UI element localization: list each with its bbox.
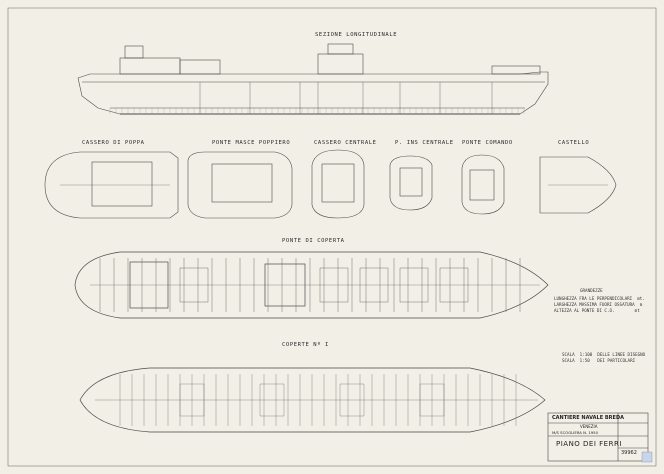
tank-cell	[179, 383, 205, 417]
label-upper-deck: PONTE DI COPERTA	[282, 238, 345, 244]
title-city: VENEZIA	[580, 424, 598, 429]
label-nav-bridge: PONTE COMANDO	[462, 140, 513, 146]
label-poop: CASSERO DI POPPA	[82, 140, 145, 146]
tank-cell	[339, 383, 365, 417]
scale-line-1: SCALA 1:50 DEI PARTICOLARI	[562, 358, 636, 363]
mid-deck-plan	[389, 155, 433, 211]
corner-stamp	[641, 451, 653, 463]
notes-header: GRANDEZZE	[580, 288, 603, 293]
scale-line-0: SCALA 1:100 DELLE LINEE DISEGNO	[562, 352, 646, 357]
sheet-border	[7, 7, 657, 467]
upper-deck-hatches	[99, 258, 521, 312]
nav-bridge-plan	[461, 154, 505, 215]
notes-line-2: ALTEZZA AL PONTE DI C.O. mt	[554, 308, 640, 313]
tank-top-plan	[79, 367, 546, 433]
longitudinal-section	[77, 43, 549, 115]
drawing-number: 39962	[621, 450, 637, 456]
mid-castle-plan	[311, 149, 365, 219]
upper-deck-plan	[74, 251, 549, 319]
label-lower-bridge: PONTE MASCE POPPIERO	[212, 140, 291, 146]
bulkhead-lines	[199, 82, 493, 114]
hatch	[319, 267, 349, 303]
poop-plan	[44, 151, 179, 219]
label-tank-top: COPERTE Nº I	[282, 342, 329, 348]
frame-marks	[109, 108, 525, 114]
hatch	[359, 267, 389, 303]
tank-cell	[419, 383, 445, 417]
label-mid-castle: CASSERO CENTRALE	[314, 140, 377, 146]
title-company: CANTIERE NAVALE BREDA	[552, 415, 624, 421]
tank-top-frames	[119, 374, 517, 426]
label-mid-deck: P. INS CENTRALE	[395, 140, 454, 146]
notes-line-0: LUNGHEZZA FRA LE PERPENDICOLARI mt.	[554, 296, 645, 301]
title-subtitle: M/S SCOGLIERA N. 1950	[552, 430, 599, 435]
lower-bridge-plan	[187, 151, 293, 219]
hatch	[179, 267, 209, 303]
tank-cell	[259, 383, 285, 417]
hatch	[439, 267, 469, 303]
label-forecastle: CASTELLO	[558, 140, 590, 146]
forecastle-plan	[539, 156, 617, 214]
title-main: PIANO DEI FERRI	[556, 440, 622, 448]
label-longitudinal: SEZIONE LONGITUDINALE	[315, 32, 398, 38]
title-block-frame	[547, 412, 649, 462]
hatch	[399, 267, 429, 303]
notes-line-1: LARGHEZZA MASSIMA FUORI OSSATURA m	[554, 302, 643, 307]
